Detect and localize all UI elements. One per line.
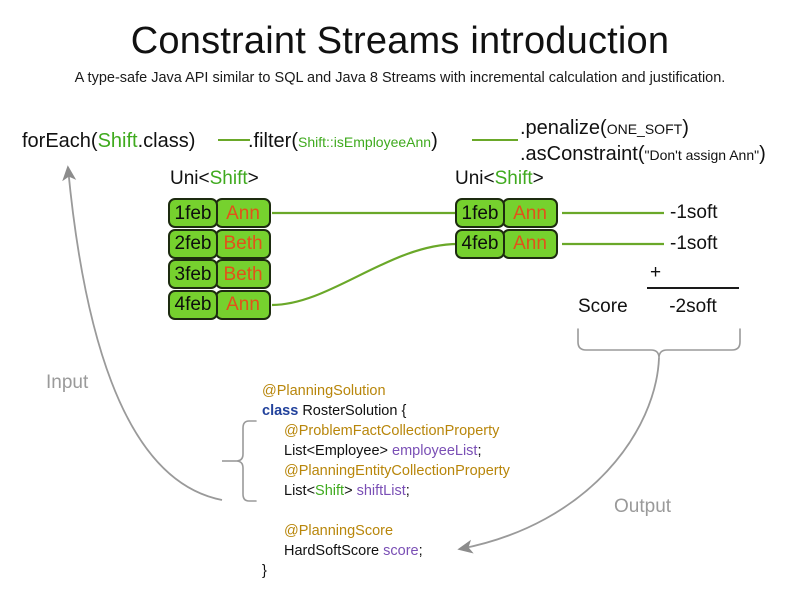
code-token: @PlanningScore	[284, 523, 394, 539]
tuple-cell-employee: Beth	[215, 228, 271, 259]
code-line: @PlanningSolution	[262, 381, 510, 401]
uni-caption-left: Uni<Shift>	[170, 167, 259, 191]
code-fields-brace	[235, 420, 257, 502]
code-line: List<Employee> employeeList;	[262, 441, 510, 461]
uni-right-type: Shift	[494, 168, 533, 189]
expression-as-constraint: .asConstraint("Don't assign Ann")	[520, 141, 766, 168]
filter-arg: Shift::isEmployeeAnn	[298, 134, 432, 150]
tuple-cell-date: 4feb	[455, 228, 505, 259]
score-divider-rule	[647, 287, 739, 289]
code-token: employeeList	[392, 443, 478, 459]
code-token: RosterSolution {	[298, 403, 407, 419]
uni-right-suffix: >	[532, 168, 544, 189]
code-token: ;	[418, 543, 423, 559]
uni-left-suffix: >	[247, 168, 259, 189]
code-line: class RosterSolution {	[262, 401, 510, 421]
code-line: List<Shift> shiftList;	[262, 481, 510, 501]
as-constraint-arg: "Don't assign Ann"	[644, 147, 760, 163]
tuple-cell-date: 2feb	[168, 228, 218, 259]
uni-caption-right: Uni<Shift>	[455, 167, 544, 191]
expression-filter: .filter(Shift::isEmployeeAnn)	[248, 128, 438, 155]
code-line	[262, 501, 510, 521]
penalize-arg: ONE_SOFT	[606, 121, 683, 137]
score-operator: +	[650, 262, 662, 283]
expression-foreach: forEach(Shift.class)	[22, 128, 195, 154]
uni-right-prefix: Uni<	[455, 168, 495, 189]
code-token: ;	[405, 483, 410, 499]
soft-score-label: -1soft	[670, 232, 718, 254]
code-token: List<Employee>	[284, 443, 393, 459]
foreach-prefix: forEach(	[22, 130, 98, 152]
tuple-cell-date: 1feb	[168, 198, 218, 228]
code-token: List<	[284, 483, 316, 499]
tuple-cell-employee: Ann	[215, 289, 271, 320]
tuple-cell-employee: Ann	[502, 198, 558, 228]
soft-score-label: -1soft	[670, 202, 718, 223]
code-token: ;	[477, 443, 482, 459]
code-token: @ProblemFactCollectionProperty	[284, 423, 500, 439]
page-subtitle: A type-safe Java API similar to SQL and …	[74, 70, 726, 86]
code-line: @ProblemFactCollectionProperty	[262, 421, 510, 441]
penalize-prefix: .penalize(	[520, 117, 607, 139]
as-constraint-suffix: )	[759, 143, 766, 165]
score-label: Score	[578, 296, 628, 317]
code-token: @PlanningSolution	[262, 383, 386, 399]
code-token: class	[262, 403, 299, 419]
code-line: HardSoftScore score;	[262, 541, 510, 561]
flow-label-output: Output	[614, 496, 672, 517]
foreach-suffix: .class)	[137, 130, 196, 152]
tuple-cell-employee: Ann	[502, 228, 558, 259]
code-token	[262, 503, 266, 519]
code-token: HardSoftScore	[284, 543, 384, 559]
code-line: @PlanningScore	[262, 521, 510, 541]
code-line: @PlanningEntityCollectionProperty	[262, 461, 510, 481]
filter-suffix: )	[431, 130, 438, 152]
code-token: shiftList	[356, 483, 406, 499]
uni-left-type: Shift	[209, 168, 248, 189]
tuple-cell-date: 3feb	[168, 259, 218, 289]
code-token: >	[344, 483, 357, 499]
expression-penalize: .penalize(ONE_SOFT)	[520, 115, 689, 142]
tuple-cell-date: 1feb	[455, 198, 505, 228]
filter-prefix: .filter(	[248, 130, 298, 152]
penalize-suffix: )	[682, 117, 689, 139]
foreach-type: Shift	[97, 130, 138, 152]
flow-label-input: Input	[46, 372, 89, 393]
stream-link-row4	[271, 242, 459, 307]
code-line: }	[262, 561, 510, 581]
code-token: score	[383, 543, 419, 559]
score-total: -2soft	[669, 296, 717, 317]
score-brace	[577, 328, 741, 359]
code-token: @PlanningEntityCollectionProperty	[284, 463, 510, 479]
code-token: }	[262, 563, 267, 579]
as-constraint-prefix: .asConstraint(	[520, 143, 645, 165]
uni-left-prefix: Uni<	[170, 168, 210, 189]
tuple-cell-employee: Beth	[215, 259, 271, 289]
tuple-cell-date: 4feb	[168, 289, 218, 320]
code-token: Shift	[315, 483, 345, 499]
code-block: @PlanningSolution class RosterSolution { @…	[262, 381, 510, 581]
page-title: Constraint Streams introduction	[130, 20, 670, 62]
tuple-cell-employee: Ann	[215, 198, 271, 228]
